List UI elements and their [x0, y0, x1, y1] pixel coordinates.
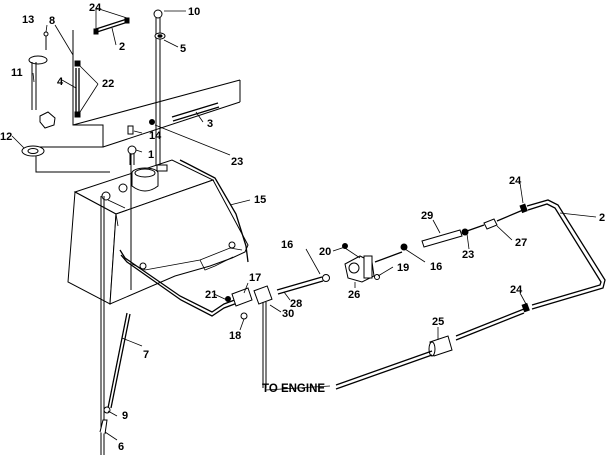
callout-18: 18	[229, 330, 241, 342]
vent-tube-15	[179, 159, 249, 263]
callout-16-right: 16	[430, 261, 442, 273]
callout-10: 10	[188, 6, 200, 18]
inline-filter-group	[225, 282, 273, 388]
callout-24-right-top: 24	[509, 175, 522, 187]
callout-labels: 13 8 24 2 10 5 11 4 22 3 14 12 1 23 15 1…	[0, 2, 605, 453]
callout-25: 25	[432, 316, 444, 328]
callout-5: 5	[180, 43, 186, 55]
callout-20: 20	[319, 246, 331, 258]
callout-4: 4	[57, 76, 64, 88]
vent-tubes	[100, 14, 161, 455]
fuel-gauge-sender	[21, 31, 56, 157]
callout-13: 13	[22, 14, 34, 26]
callout-30: 30	[282, 308, 294, 320]
fuel-filter-section	[374, 203, 528, 263]
callout-26: 26	[348, 289, 360, 301]
fuel-filter-25	[335, 335, 453, 390]
callout-27: 27	[515, 237, 527, 249]
callout-1: 1	[148, 149, 154, 161]
callout-16-left: 16	[281, 239, 293, 251]
callout-21: 21	[205, 289, 217, 301]
callout-28: 28	[290, 298, 302, 310]
callout-15: 15	[254, 194, 266, 206]
fuel-line-right	[455, 199, 606, 341]
callout-19: 19	[397, 262, 409, 274]
callout-29: 29	[421, 210, 433, 222]
vent-hoses	[74, 9, 220, 155]
fuel-line-main	[119, 249, 241, 317]
callout-2-top: 2	[119, 41, 125, 53]
callout-22: 22	[102, 78, 114, 90]
fuel-tank	[67, 159, 249, 305]
fuel-pump-section	[276, 243, 408, 295]
callout-14: 14	[149, 130, 162, 142]
callout-24-right-bottom: 24	[510, 284, 523, 296]
callout-24-top: 24	[89, 2, 102, 14]
callout-3: 3	[207, 118, 213, 130]
callout-2-right: 2	[599, 212, 605, 224]
callout-8: 8	[49, 15, 55, 27]
callout-23-left: 23	[231, 156, 243, 168]
callout-17: 17	[249, 272, 261, 284]
callout-12: 12	[0, 131, 12, 143]
to-engine-label: TO ENGINE	[262, 383, 325, 395]
callout-6: 6	[118, 441, 124, 453]
callout-23-right: 23	[462, 249, 474, 261]
callout-9: 9	[122, 410, 128, 422]
callout-11: 11	[11, 67, 23, 79]
leader-lines	[11, 7, 597, 441]
drain-tube	[99, 312, 131, 435]
callout-7: 7	[143, 349, 149, 361]
